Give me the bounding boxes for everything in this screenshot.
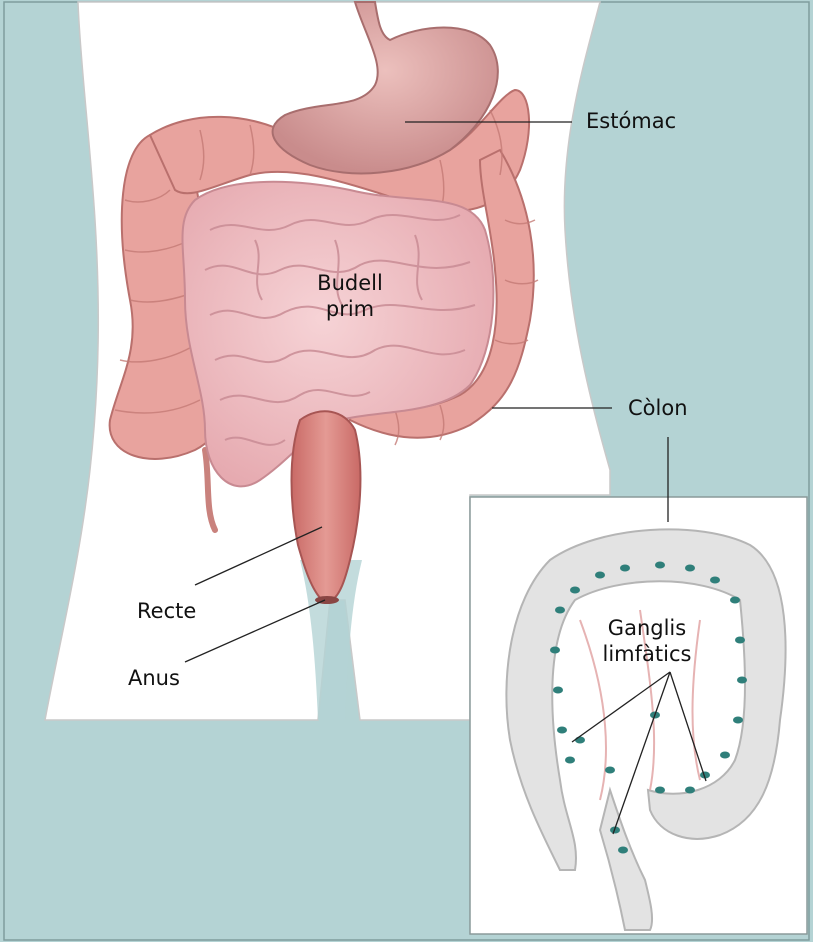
rectum-label: Recte: [137, 598, 196, 624]
small-intestine-label-line1: Budell: [300, 270, 400, 296]
colon-label: Còlon: [628, 395, 688, 421]
lymph-nodes-label: Ganglis limfàtics: [582, 615, 712, 668]
stomach-label: Estómac: [586, 108, 676, 134]
small-intestine-label-line2: prim: [300, 296, 400, 322]
anus-label: Anus: [128, 665, 180, 691]
small-intestine-label: Budell prim: [300, 270, 400, 323]
lymph-nodes-label-line1: Ganglis: [582, 615, 712, 641]
lymph-nodes-label-line2: limfàtics: [582, 641, 712, 667]
